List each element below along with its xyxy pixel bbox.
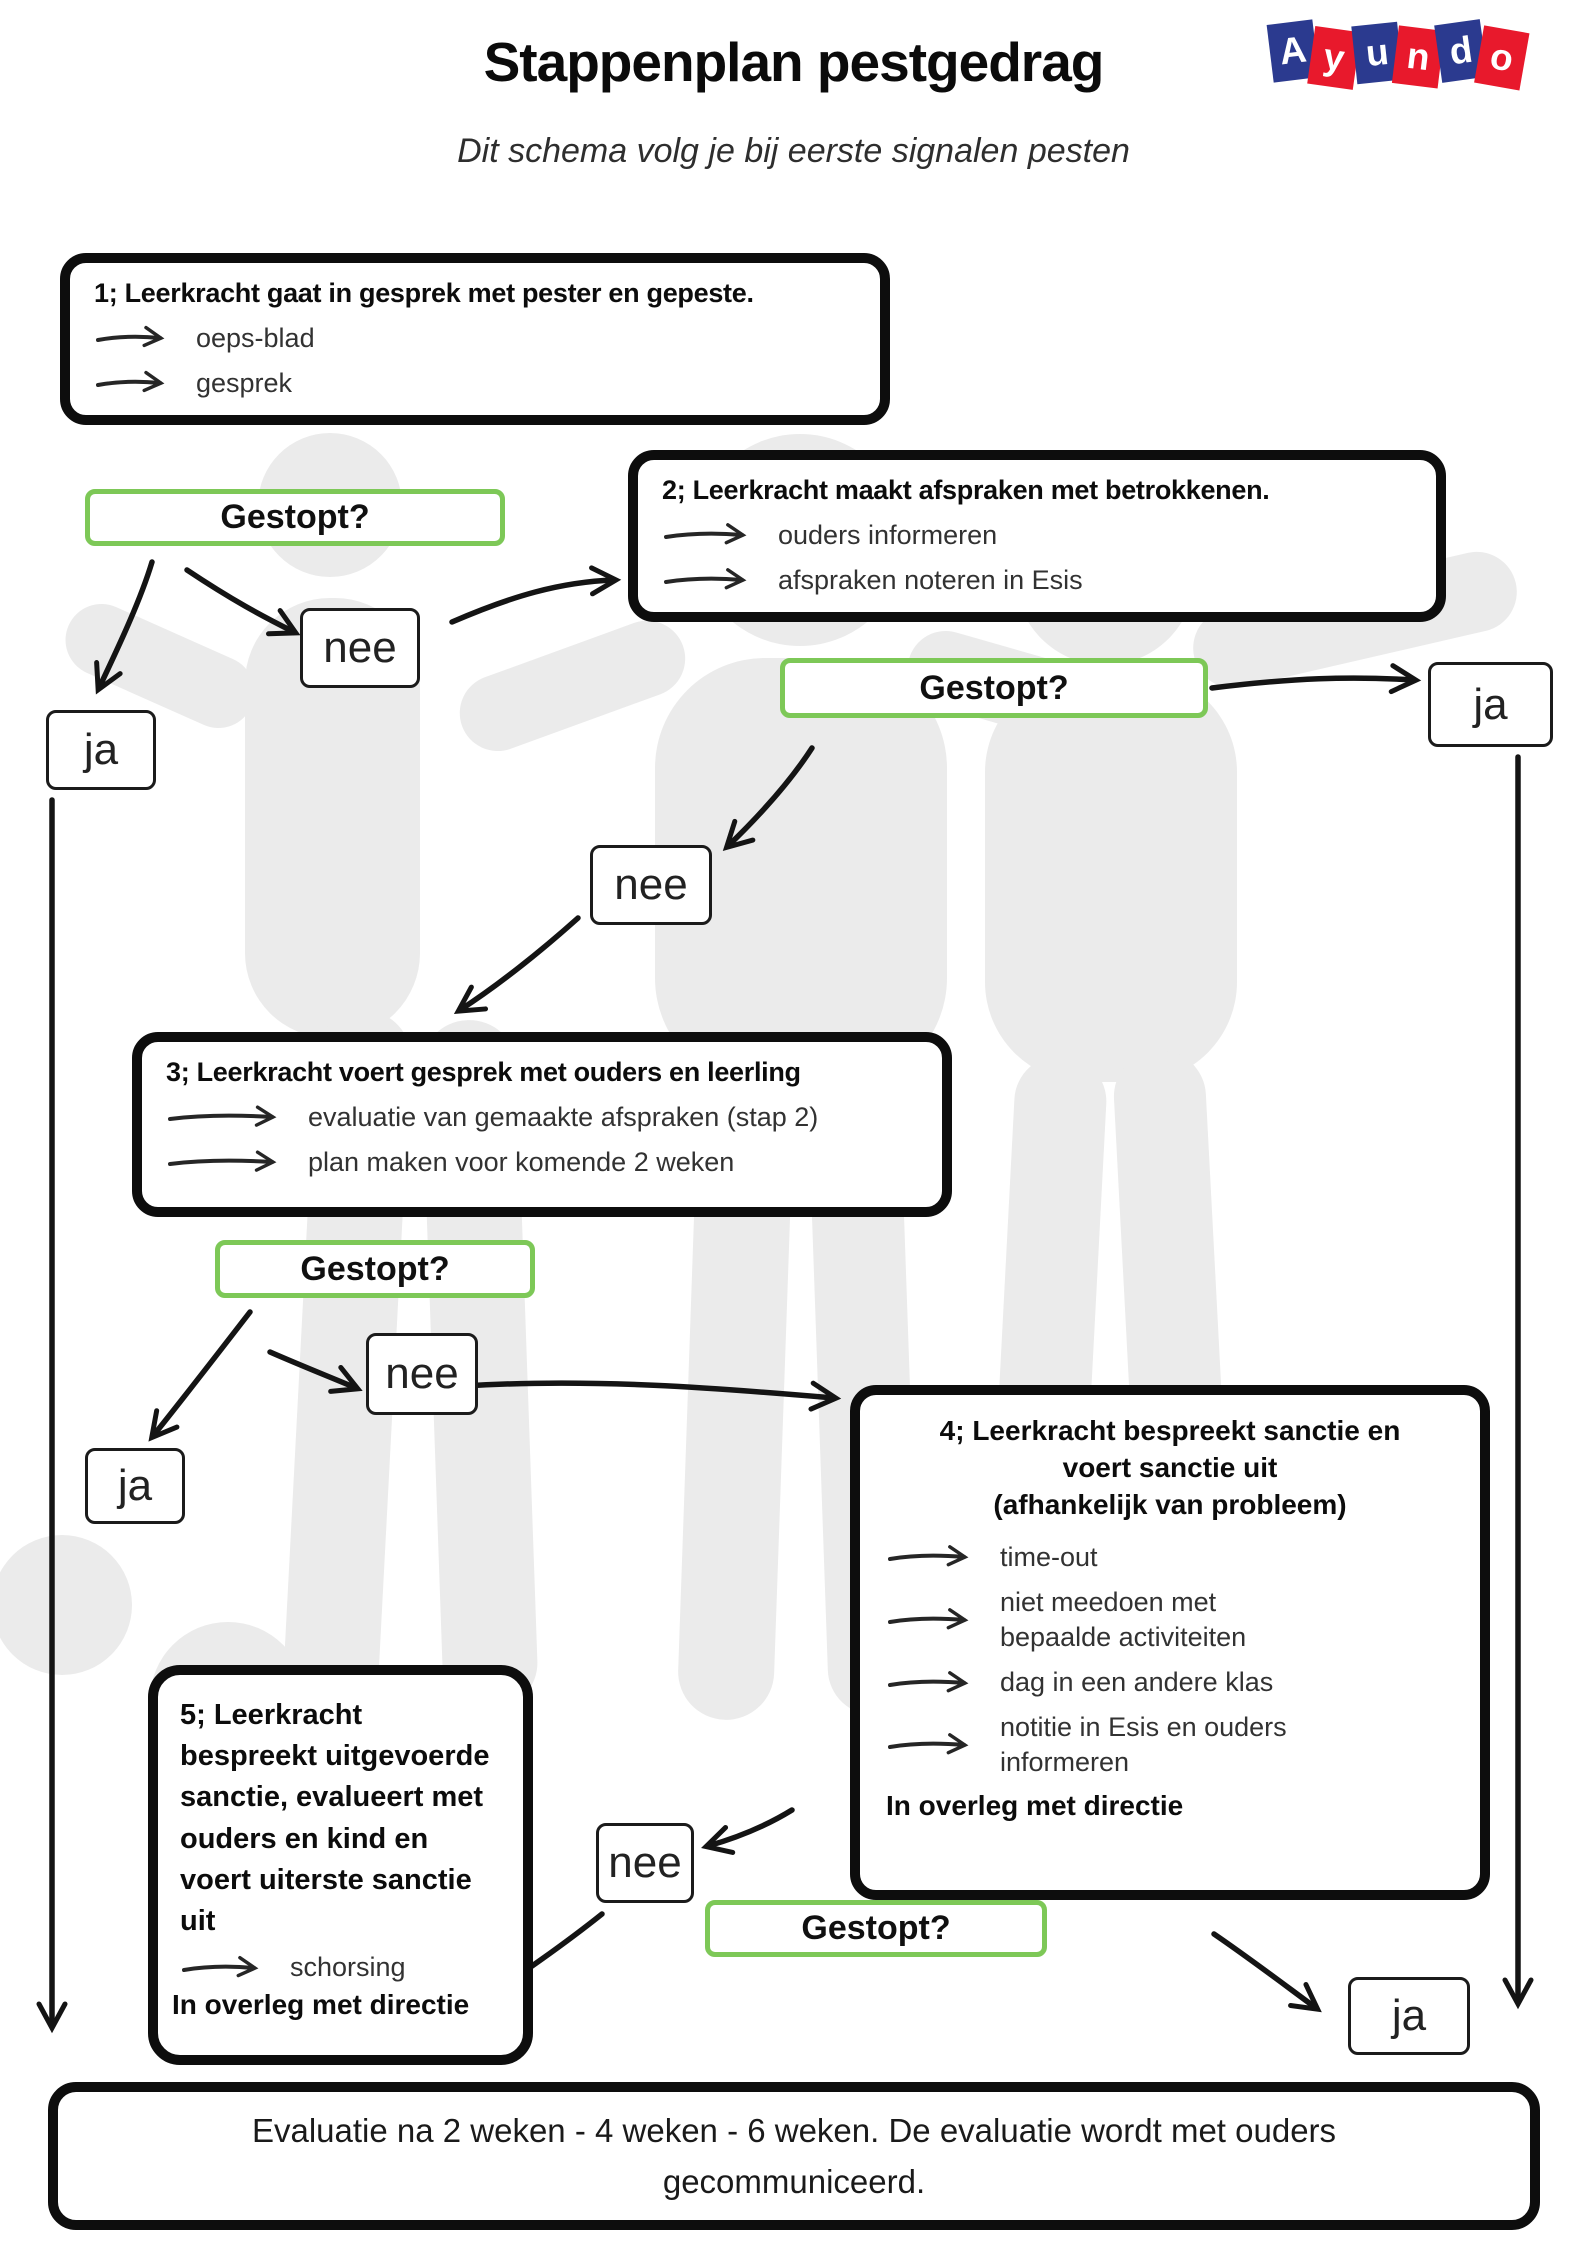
arrow-right-icon bbox=[888, 1670, 969, 1693]
arrow-right-icon bbox=[168, 1150, 277, 1173]
answer-ja-1: ja bbox=[46, 710, 156, 790]
bullet-label: time-out bbox=[1000, 1541, 1098, 1572]
arrow-nee2-step3 bbox=[453, 915, 581, 1014]
step2-bullet: ouders informeren bbox=[662, 518, 1412, 553]
step4-bullet: time-out bbox=[886, 1540, 1454, 1575]
step4-bullet: dag in een andere klas bbox=[886, 1665, 1454, 1700]
step5-footer: In overleg met directie bbox=[172, 1989, 470, 2021]
step3-bullet: evaluatie van gemaakte afspraken (stap 2… bbox=[166, 1100, 918, 1135]
arrow-right-icon bbox=[182, 1955, 259, 1977]
step1-bullet: gesprek bbox=[94, 366, 856, 401]
step2-box: 2; Leerkracht maakt afspraken met betrok… bbox=[628, 450, 1446, 622]
decision-gestopt-3: Gestopt? bbox=[215, 1240, 535, 1298]
arrow-gestopt1-ja bbox=[94, 559, 155, 695]
step3-title: 3; Leerkracht voert gesprek met ouders e… bbox=[166, 1057, 801, 1087]
arrow-right-icon bbox=[96, 326, 165, 348]
answer-ja-4: ja bbox=[1348, 1977, 1470, 2055]
decision-gestopt-1: Gestopt? bbox=[85, 489, 505, 546]
arrow-gestopt2-nee bbox=[722, 745, 815, 852]
answer-nee-4: nee bbox=[596, 1823, 694, 1903]
step4-title-line: 4; Leerkracht bespreekt sanctie en bbox=[939, 1415, 1401, 1446]
step1-bullet: oeps-blad bbox=[94, 321, 856, 356]
answer-nee-3: nee bbox=[366, 1333, 478, 1415]
decision-gestopt-2: Gestopt? bbox=[780, 658, 1208, 718]
bullet-label: notitie in Esis en ouders informeren bbox=[1000, 1712, 1287, 1778]
arrow-nee1-step2 bbox=[449, 565, 622, 625]
bullet-label: evaluatie van gemaakte afspraken (stap 2… bbox=[308, 1101, 819, 1132]
bullet-label: plan maken voor komende 2 weken bbox=[308, 1146, 735, 1177]
evaluation-text-line: Evaluatie na 2 weken - 4 weken - 6 weken… bbox=[251, 2111, 1337, 2149]
arrow-right-icon bbox=[96, 371, 165, 393]
arrow-right-icon bbox=[888, 1733, 969, 1755]
step3-box: 3; Leerkracht voert gesprek met ouders e… bbox=[132, 1032, 952, 1217]
arrow-gestopt2-ja bbox=[1209, 663, 1422, 695]
step2-bullet: afspraken noteren in Esis bbox=[662, 563, 1412, 598]
arrow-gestopt3-ja bbox=[148, 1309, 253, 1442]
arrow-right-icon bbox=[664, 523, 747, 545]
answer-nee-2: nee bbox=[590, 845, 712, 925]
decision-gestopt-4: Gestopt? bbox=[705, 1900, 1047, 1957]
arrow-right-icon bbox=[664, 568, 747, 590]
bullet-label: dag in een andere klas bbox=[1000, 1667, 1274, 1698]
bullet-label: niet meedoen met bepaalde activiteiten bbox=[1000, 1586, 1247, 1653]
step5-box: 5; Leerkracht bespreekt uitgevoerde sanc… bbox=[148, 1665, 533, 2065]
answer-ja-2: ja bbox=[1428, 662, 1553, 747]
step4-bullet: notitie in Esis en ouders informeren bbox=[886, 1710, 1454, 1780]
arrow-step4-nee4 bbox=[701, 1807, 795, 1855]
bullet-label: afspraken noteren in Esis bbox=[778, 564, 1083, 595]
answer-ja-3: ja bbox=[85, 1448, 185, 1524]
bullet-label: schorsing bbox=[290, 1952, 406, 1983]
arrow-gestopt3-nee bbox=[267, 1349, 363, 1394]
step4-title-line: (afhankelijk van probleem) bbox=[993, 1488, 1347, 1520]
evaluation-box: Evaluatie na 2 weken - 4 weken - 6 weken… bbox=[48, 2082, 1540, 2230]
step4-bullet: niet meedoen met bepaalde activiteiten bbox=[886, 1585, 1454, 1655]
page-title: Stappenplan pestgedrag bbox=[483, 31, 1105, 93]
step1-box: 1; Leerkracht gaat in gesprek met pester… bbox=[60, 253, 890, 425]
ayundo-logo: A y u n d o bbox=[1266, 19, 1530, 91]
bullet-label: oeps-blad bbox=[196, 322, 315, 353]
evaluation-text-line: gecommuniceerd. bbox=[662, 2163, 926, 2200]
step5-bullet: schorsing bbox=[180, 1950, 501, 1985]
step3-bullet: plan maken voor komende 2 weken bbox=[166, 1145, 918, 1180]
answer-nee-1: nee bbox=[300, 608, 420, 688]
bullet-label: gesprek bbox=[196, 367, 293, 398]
step4-box: 4; Leerkracht bespreekt sanctie en voert… bbox=[850, 1385, 1490, 1900]
page-subtitle: Dit schema volg je bij eerste signalen p… bbox=[457, 132, 1130, 170]
step2-title: 2; Leerkracht maakt afspraken met betrok… bbox=[662, 475, 1270, 505]
bullet-label: ouders informeren bbox=[778, 519, 998, 550]
step4-title-line: voert sanctie uit bbox=[1062, 1451, 1278, 1483]
arrow-nee3-step4 bbox=[461, 1380, 842, 1412]
step5-title: 5; Leerkracht bespreekt uitgevoerde sanc… bbox=[180, 1699, 490, 1937]
arrow-gestopt4-ja bbox=[1211, 1931, 1322, 2013]
step1-title: 1; Leerkracht gaat in gesprek met pester… bbox=[94, 278, 754, 308]
arrow-right-icon bbox=[888, 1545, 969, 1567]
arrow-right-icon bbox=[168, 1105, 277, 1128]
step4-footer: In overleg met directie bbox=[886, 1790, 1184, 1822]
arrow-right-icon bbox=[888, 1608, 969, 1630]
arrow-gestopt1-nee bbox=[184, 567, 301, 637]
